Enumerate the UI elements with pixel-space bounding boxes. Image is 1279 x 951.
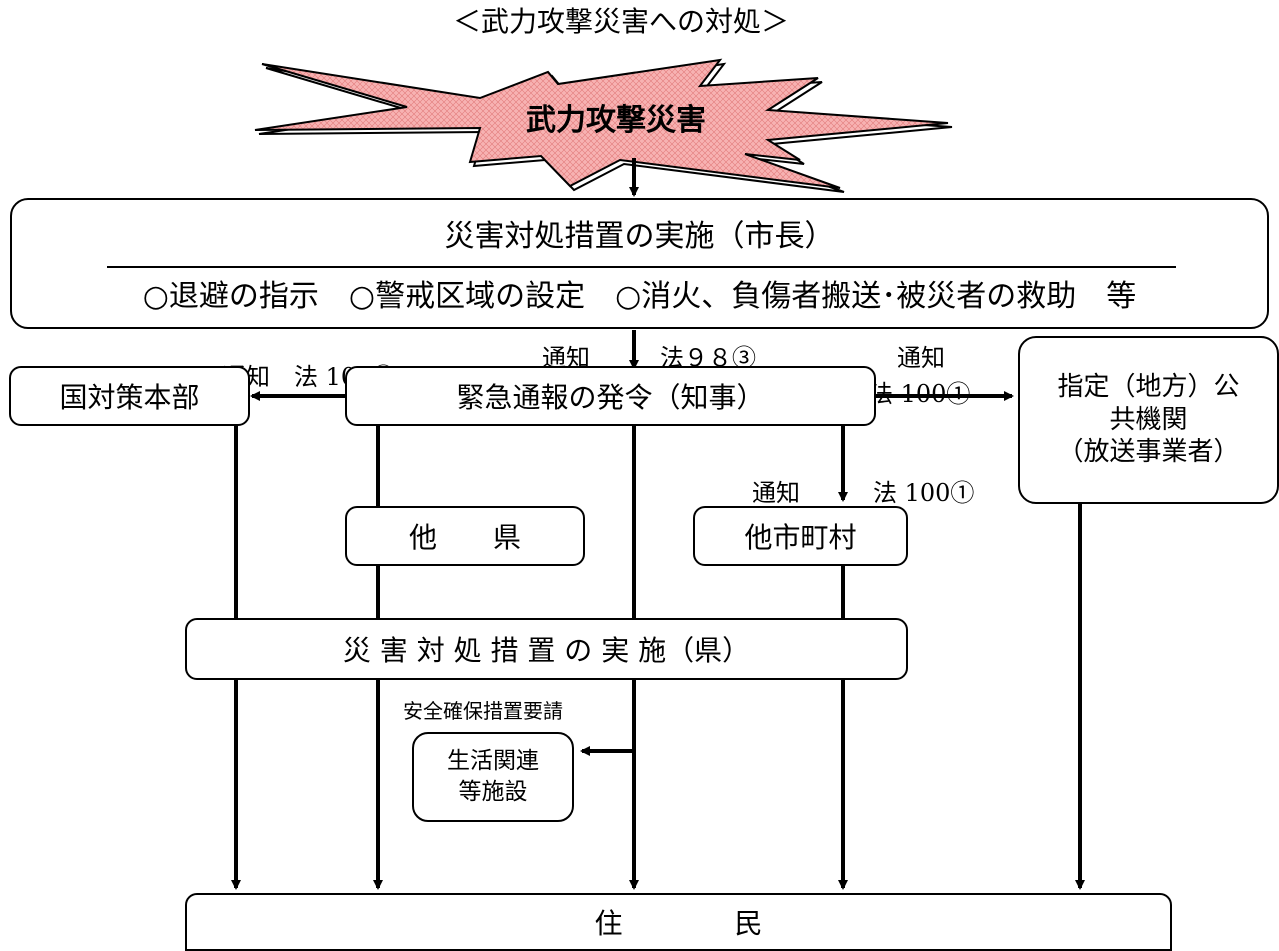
lifestyle-facilities-box: 生活関連 等施設 [412, 732, 574, 822]
attack-label: 武力攻撃災害 [526, 103, 706, 138]
diagram-title: ＜武力攻撃災害への対処＞ [453, 5, 790, 38]
edge-label-law-100-1-right: 法 100① [869, 380, 971, 408]
designated-line-3: （放送事業者） [1057, 437, 1240, 468]
edge-label-notify-designated: 通知 [897, 344, 945, 372]
prefecture-measures-box: 災 害 対 処 措 置 の 実 施（県） [185, 618, 908, 680]
other-municipalities-box: 他市町村 [693, 506, 908, 566]
designated-institutions-box: 指定（地方）公 共機関 （放送事業者） [1018, 336, 1279, 504]
mayor-measures-title: 災害対処措置の実施（市長） [444, 219, 835, 254]
national-hq-box: 国対策本部 [9, 366, 250, 426]
edge-label-safety-request: 安全確保措置要請 [403, 699, 563, 723]
edge-label-notify-municipalities: 通知 [752, 479, 800, 507]
residents-box: 住 民 [185, 893, 1172, 951]
mayor-measures-box: 災害対処措置の実施（市長） ○退避の指示 ○警戒区域の設定 ○消火、負傷者搬送･… [10, 198, 1269, 329]
facilities-line-2: 等施設 [458, 779, 528, 805]
edge-label-law-100-1-down: 法 100① [873, 479, 975, 507]
emergency-warning-box: 緊急通報の発令（知事） [345, 366, 876, 426]
facilities-line-1: 生活関連 [447, 747, 539, 774]
attack-starburst [254, 58, 953, 193]
designated-line-2: 共機関 [1109, 404, 1188, 435]
designated-line-1: 指定（地方）公 [1057, 372, 1240, 403]
other-prefectures-box: 他 県 [345, 506, 585, 566]
mayor-measures-items: ○退避の指示 ○警戒区域の設定 ○消火、負傷者搬送･被災者の救助 等 [142, 279, 1137, 314]
mayor-measures-divider [107, 266, 1176, 268]
